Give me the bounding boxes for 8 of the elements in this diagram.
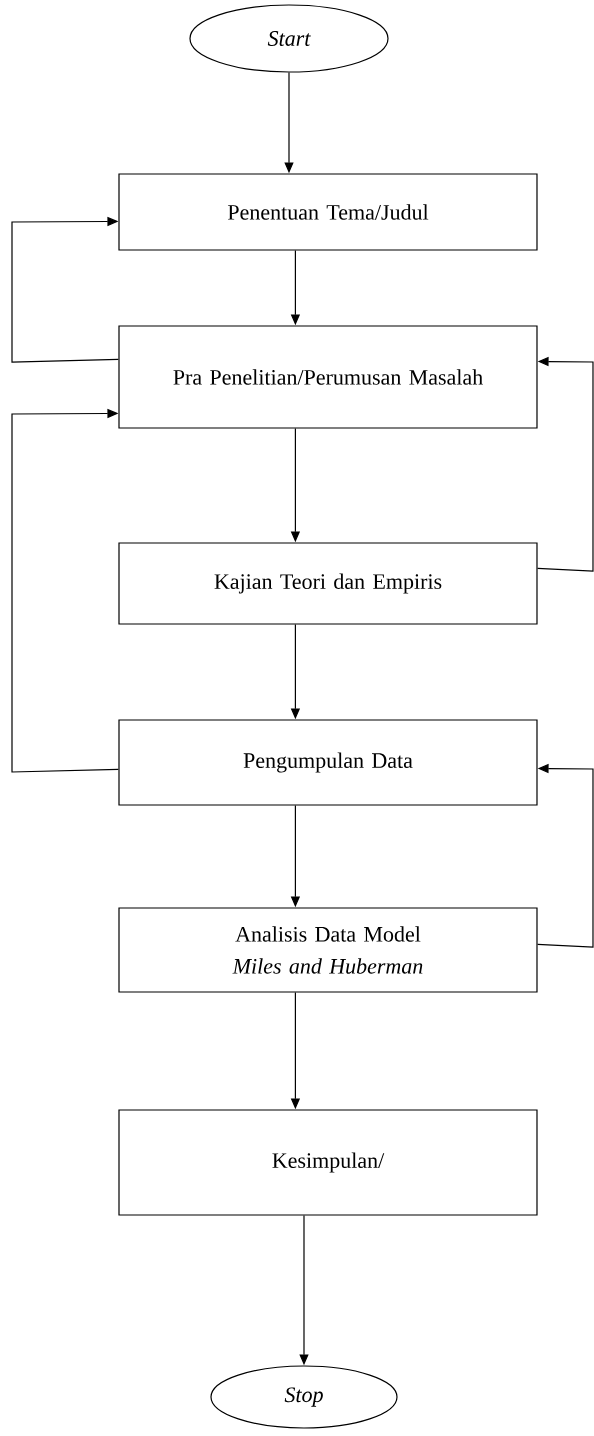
process-box: Pra Penelitian/Perumusan Masalah bbox=[118, 325, 538, 429]
process-box: Pengumpulan Data bbox=[118, 719, 538, 806]
process-box: Penentuan Tema/Judul bbox=[118, 173, 538, 251]
process-box: Analisis Data Model Miles and Huberman bbox=[118, 907, 538, 993]
feedback-arrow bbox=[11, 408, 119, 773]
feedback-arrow bbox=[11, 216, 119, 363]
process-box: Kajian Teori dan Empiris bbox=[118, 542, 538, 625]
process-box: Kesimpulan/ bbox=[118, 1109, 538, 1216]
